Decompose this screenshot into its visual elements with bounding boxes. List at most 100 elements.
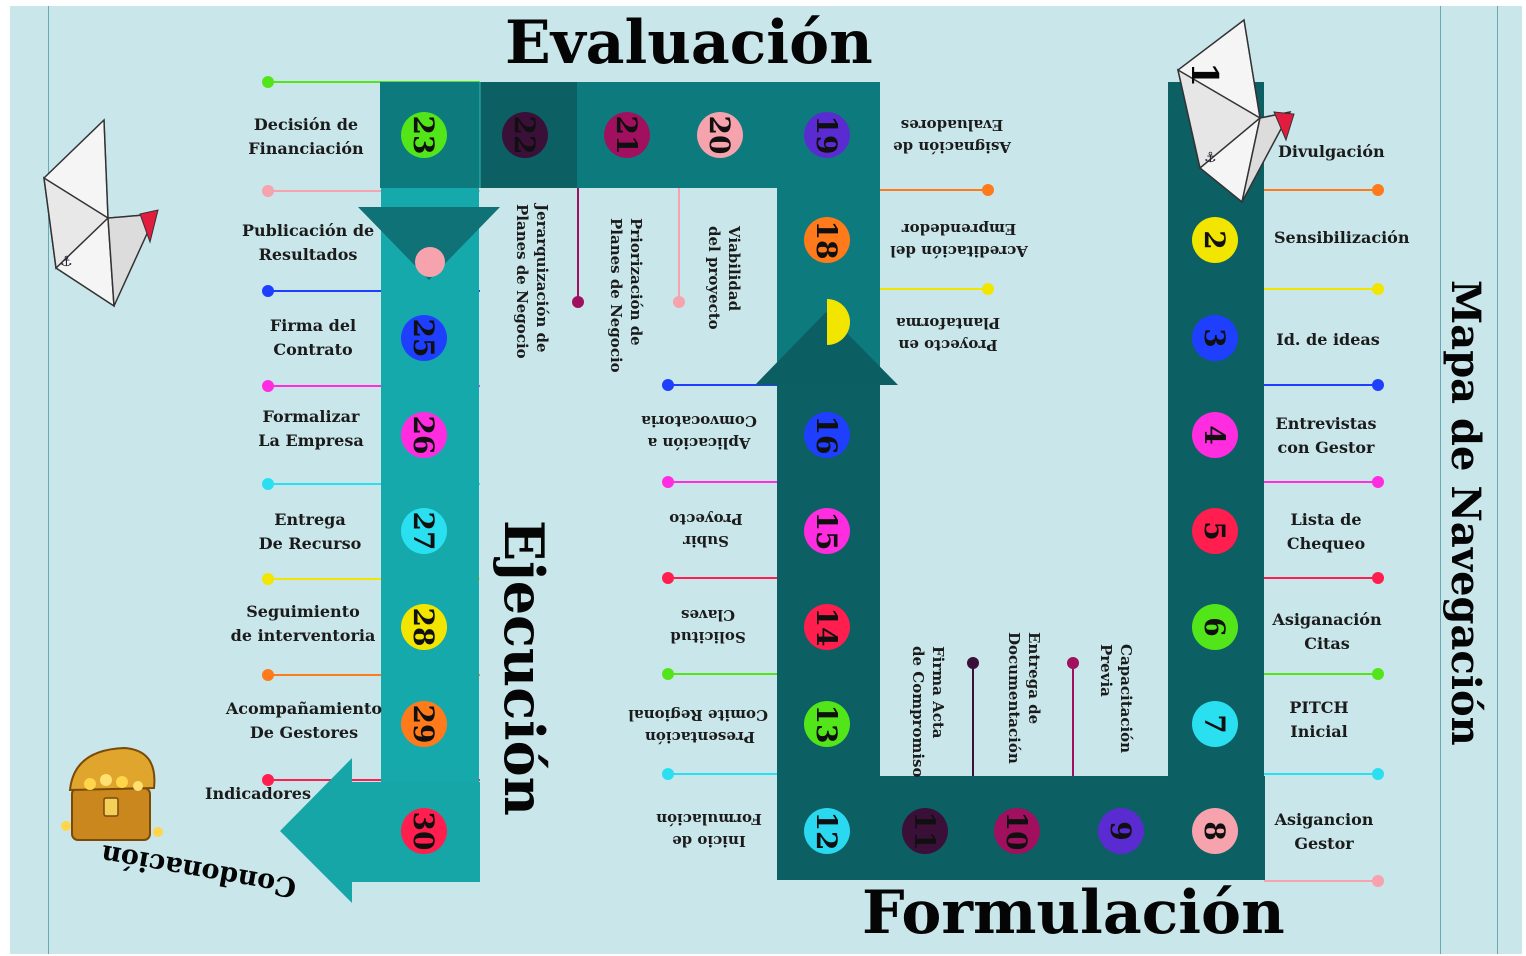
guide-dot bbox=[673, 296, 685, 308]
paper-crane-icon: ⚓ bbox=[43, 118, 159, 308]
step-number: 20 bbox=[703, 115, 737, 155]
guide-dot bbox=[262, 285, 274, 297]
guide-dot bbox=[1372, 768, 1384, 780]
step-label-15: Subir Proyecto bbox=[669, 510, 743, 550]
guide-dot bbox=[967, 657, 979, 669]
guide-dot bbox=[1372, 283, 1384, 295]
guide-line bbox=[268, 385, 480, 387]
step-circle-30: 30 bbox=[401, 808, 447, 854]
step-number: 10 bbox=[1000, 811, 1034, 851]
step-number: 14 bbox=[810, 607, 844, 647]
guide-dot bbox=[662, 668, 674, 680]
guide-line bbox=[1168, 577, 1378, 579]
step-label-3: Id. de ideas bbox=[1276, 330, 1380, 349]
step-number: 25 bbox=[407, 318, 441, 358]
step-number: 11 bbox=[908, 811, 942, 851]
guide-line bbox=[1168, 773, 1378, 775]
guide-line bbox=[268, 290, 480, 292]
guide-line bbox=[268, 483, 480, 485]
step-circle-20: 20 bbox=[697, 112, 743, 158]
guide-line bbox=[1168, 673, 1378, 675]
step-label-17: Proyecto en Plantaforma bbox=[895, 314, 1001, 354]
path-column-right bbox=[1168, 82, 1264, 880]
guide-dot bbox=[1372, 668, 1384, 680]
step-number: 13 bbox=[810, 704, 844, 744]
step-number: 23 bbox=[407, 115, 441, 155]
step-label-29: Acompañamiento De Gestores bbox=[225, 699, 383, 742]
svg-text:⚓: ⚓ bbox=[60, 254, 73, 270]
step-number: 9 bbox=[1104, 821, 1138, 841]
step-circle-4: 4 bbox=[1192, 412, 1238, 458]
step-number: 7 bbox=[1198, 714, 1232, 734]
step-number: 12 bbox=[810, 811, 844, 851]
step-circle-18: 18 bbox=[804, 217, 850, 263]
step-label-4: Entrevistas con Gestor bbox=[1275, 414, 1377, 457]
guide-line bbox=[668, 773, 880, 775]
step-label-7: PITCH Inicial bbox=[1289, 698, 1349, 741]
step-circle-22: 22 bbox=[502, 112, 548, 158]
step-label-22: Jerarquización de Planes de Negocio bbox=[513, 204, 551, 359]
guide-line-vertical bbox=[577, 82, 579, 302]
step-circle-25: 25 bbox=[401, 315, 447, 361]
guide-dot bbox=[1372, 572, 1384, 584]
guide-dot bbox=[662, 379, 674, 391]
step-circle-8: 8 bbox=[1192, 808, 1238, 854]
guide-dot bbox=[262, 774, 274, 786]
step-label-19: Asignación de Evaluadores bbox=[893, 116, 1011, 156]
step-label-14: Solicitud Claves bbox=[670, 606, 746, 646]
guide-dot bbox=[1372, 476, 1384, 488]
step-circle-11: 11 bbox=[902, 808, 948, 854]
step-label-18: Acreditación del Emprendedor bbox=[890, 220, 1028, 260]
title-formulacion: Formulación bbox=[862, 878, 1285, 948]
guide-line bbox=[268, 190, 480, 192]
step-number: 22 bbox=[508, 115, 542, 155]
guide-line bbox=[777, 288, 988, 290]
guide-line bbox=[1168, 384, 1378, 386]
right-border-line bbox=[1440, 6, 1441, 954]
step-label-9: Capacitación Previa bbox=[1097, 644, 1135, 754]
guide-dot bbox=[1372, 184, 1384, 196]
step-number: 27 bbox=[407, 511, 441, 551]
step-circle-28: 28 bbox=[401, 604, 447, 650]
left-border-line bbox=[48, 6, 49, 954]
step-label-30: Indicadores bbox=[205, 784, 311, 803]
guide-line bbox=[268, 578, 480, 580]
arrow-up-formulacion bbox=[755, 312, 898, 385]
step-circle-23: 23 bbox=[401, 112, 447, 158]
step-circle-13: 13 bbox=[804, 701, 850, 747]
guide-dot bbox=[262, 573, 274, 585]
step-label-10: Entrega de Documentación bbox=[1005, 632, 1043, 764]
step-circle-19: 19 bbox=[804, 112, 850, 158]
step-circle-9: 9 bbox=[1098, 808, 1144, 854]
step-label-13: Presentación Comite Regional bbox=[628, 706, 768, 746]
step-number: 18 bbox=[810, 220, 844, 260]
step-number: 6 bbox=[1198, 617, 1232, 637]
guide-dot bbox=[982, 184, 994, 196]
step-circle-7: 7 bbox=[1192, 701, 1238, 747]
guide-dot bbox=[662, 768, 674, 780]
guide-line-vertical bbox=[972, 663, 974, 880]
guide-dot bbox=[662, 476, 674, 488]
step-label-23: Decisión de Financiación bbox=[248, 115, 364, 158]
svg-text:⚓: ⚓ bbox=[1204, 150, 1217, 166]
step-label-2: Sensibilización bbox=[1274, 228, 1410, 247]
step-label-21: Priorización de Planes de Negocio bbox=[607, 218, 645, 373]
guide-dot bbox=[662, 572, 674, 584]
step-number: 2 bbox=[1198, 230, 1232, 250]
arrow-down-evaluacion bbox=[358, 207, 500, 280]
step-circle-14: 14 bbox=[804, 604, 850, 650]
guide-line bbox=[268, 779, 480, 781]
step-circle-3: 3 bbox=[1192, 315, 1238, 361]
treasure-chest-icon bbox=[61, 746, 163, 841]
step-circle-26: 26 bbox=[401, 412, 447, 458]
title-evaluacion: Evaluación bbox=[505, 8, 873, 78]
arrow-left-condonacion bbox=[280, 758, 480, 903]
step-label-20: Viabilidad del proyecto bbox=[705, 226, 743, 330]
guide-dot bbox=[262, 380, 274, 392]
step-label-12: Inicio de Formulación bbox=[656, 810, 762, 850]
step-label-28: Seguimiento de interventoria bbox=[230, 602, 376, 645]
guide-line-vertical bbox=[1072, 663, 1074, 880]
guide-dot bbox=[262, 669, 274, 681]
step-circle-5: 5 bbox=[1192, 508, 1238, 554]
